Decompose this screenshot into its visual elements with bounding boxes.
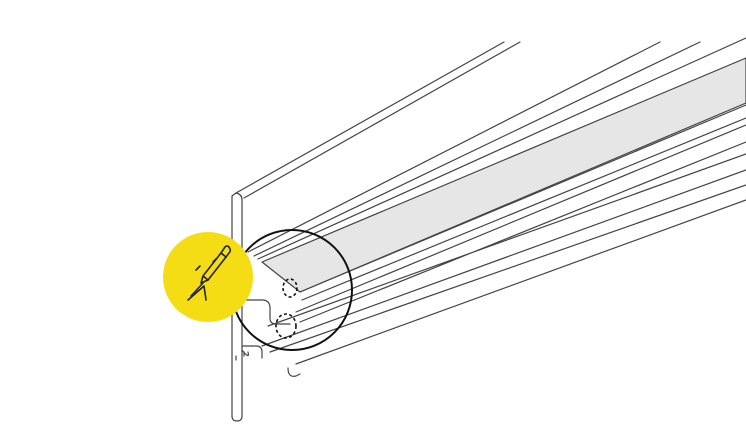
- profile-back-wall: [235, 41, 521, 199]
- profile-top-channel: [261, 57, 746, 293]
- profile-bottom-lip: [241, 299, 301, 377]
- profile-upper-rails: [247, 37, 746, 260]
- pencil-marking-icon: [187, 245, 232, 301]
- hole-markers: [275, 278, 298, 339]
- profile-lower-rails: [261, 104, 746, 365]
- profile-front-flanges: [235, 349, 249, 361]
- callout-badge: [163, 232, 253, 322]
